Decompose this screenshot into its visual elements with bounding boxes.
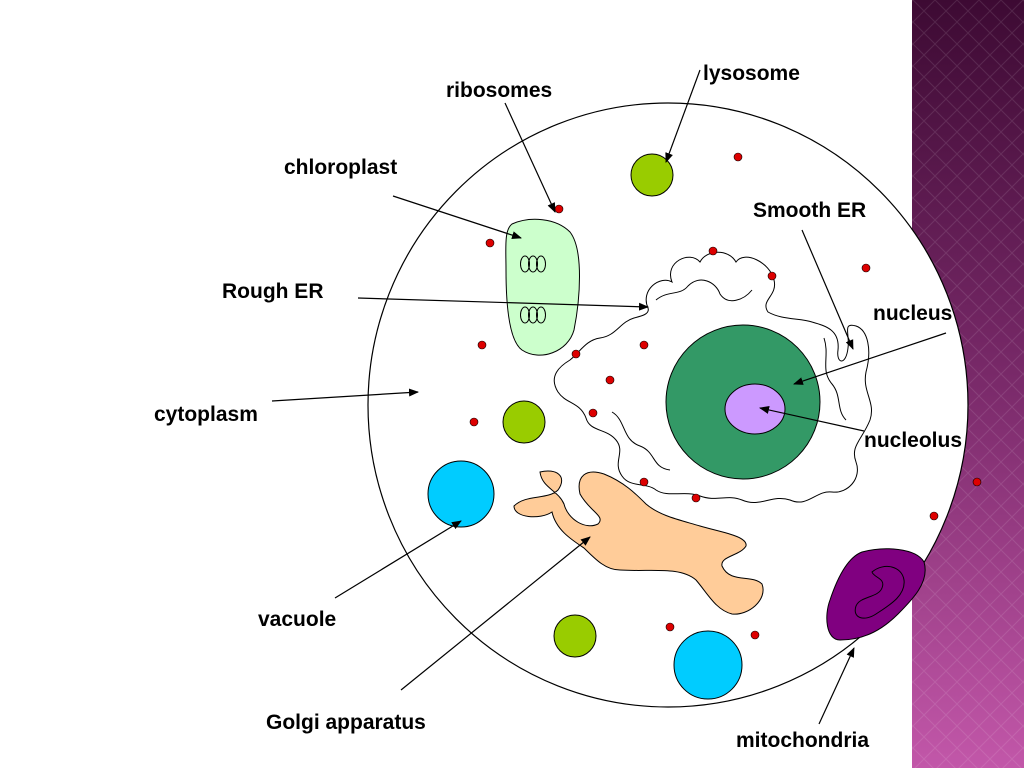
ribosome: [469, 417, 479, 427]
ribosome: [485, 238, 495, 248]
ribosome: [554, 204, 564, 214]
ribosome: [665, 622, 675, 632]
ribosome: [571, 349, 581, 359]
mitochondria-pointer: [818, 647, 855, 725]
label-vacuole: vacuole: [258, 608, 336, 631]
er-inner-fold-1: [655, 279, 753, 302]
er-inner-fold-2: [611, 411, 671, 471]
golgi-apparatus: [513, 470, 764, 615]
rough-er-pointer: [357, 297, 649, 311]
label-nucleus: nucleus: [873, 302, 952, 325]
lysosome: [502, 400, 546, 444]
label-ribosomes: ribosomes: [446, 79, 552, 102]
label-rough-er: Rough ER: [222, 280, 323, 303]
ribosome: [639, 477, 649, 487]
nucleolus: [724, 383, 786, 435]
golgi-pointer: [400, 536, 591, 691]
label-chloroplast: chloroplast: [284, 156, 397, 179]
ribosome: [861, 263, 871, 273]
lysosome-pointer: [665, 69, 701, 163]
label-cytoplasm: cytoplasm: [154, 403, 258, 426]
ribosome: [639, 340, 649, 350]
label-mitochondria: mitochondria: [736, 729, 869, 752]
ribosome: [972, 477, 982, 487]
label-nucleolus: nucleolus: [864, 429, 962, 452]
chloroplast: [505, 218, 580, 356]
smooth-er-pointer: [801, 229, 854, 350]
thylakoid-stack-bottom: [520, 306, 546, 324]
nucleolus-pointer: [759, 406, 865, 432]
vacuole-pointer: [334, 520, 462, 599]
mitochondrion-cristae: [854, 565, 905, 619]
label-smooth-er: Smooth ER: [753, 199, 866, 222]
vacuole: [673, 630, 743, 700]
thylakoid-stack-top: [520, 255, 546, 273]
ribosome: [691, 493, 701, 503]
ribosome: [605, 375, 615, 385]
ribosome: [767, 271, 777, 281]
ribosome: [929, 511, 939, 521]
ribosomes-pointer: [504, 102, 556, 213]
label-lysosome: lysosome: [703, 62, 800, 85]
ribosome: [733, 152, 743, 162]
vacuole: [427, 460, 495, 528]
ribosome: [708, 246, 718, 256]
lysosome: [630, 153, 674, 197]
pointer-lines: [271, 69, 947, 725]
cytoplasm-pointer: [271, 388, 419, 402]
lysosome: [553, 614, 597, 658]
ribosome: [588, 408, 598, 418]
er-inner-fold-3: [823, 337, 847, 421]
ribosome: [750, 630, 760, 640]
ribosomes: [469, 152, 982, 640]
nucleus-pointer: [793, 332, 947, 385]
ribosome: [477, 340, 487, 350]
chloroplast-pointer: [392, 195, 522, 239]
endoplasmic-reticulum: [553, 251, 872, 504]
label-golgi-apparatus: Golgi apparatus: [266, 711, 426, 734]
